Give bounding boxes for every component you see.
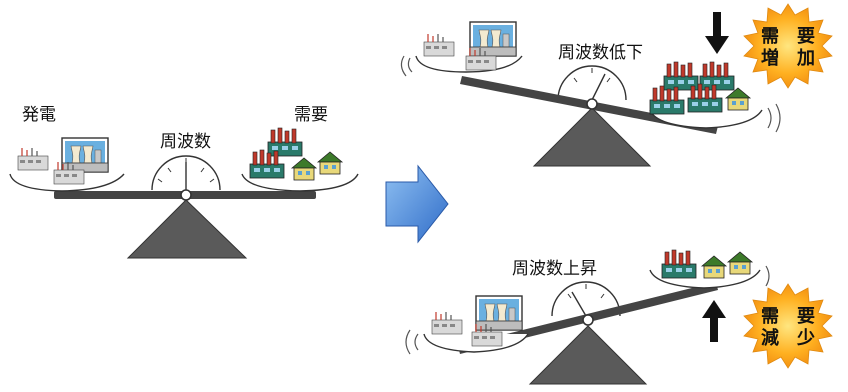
- house-icon: [701, 255, 727, 279]
- factory-icon: [661, 249, 697, 279]
- factory-icon: [699, 61, 735, 91]
- demand-label: 需要: [294, 105, 328, 125]
- demand-down-arrow-icon: [705, 12, 729, 54]
- frequency-drop-label: 周波数低下: [558, 43, 643, 63]
- generation-facilities-icon: [431, 311, 463, 335]
- burst-line-1: 需 要: [761, 26, 815, 47]
- left-demand-pan: [241, 127, 359, 192]
- house-icon: [291, 157, 317, 181]
- house-icon: [317, 151, 343, 175]
- burst-shape: [743, 283, 833, 369]
- house-icon: [727, 251, 753, 275]
- left-frequency-gauge: [151, 155, 221, 191]
- frequency-label: 周波数: [160, 132, 211, 152]
- top-frequency-gauge: [557, 65, 627, 101]
- bottom-frequency-gauge: [551, 281, 621, 317]
- power-plant-icon: [469, 21, 517, 57]
- generation-label: 発電: [22, 105, 56, 125]
- burst-shape: [743, 3, 833, 89]
- wobble-icon: [405, 329, 411, 355]
- factory-icon: [267, 127, 303, 157]
- power-plant-icon: [475, 295, 523, 331]
- burst-line-2: 減 少: [761, 327, 815, 349]
- bottom-demand-pan: [649, 249, 770, 289]
- left-fulcrum: [126, 199, 248, 259]
- bottom-generation-pan: [405, 295, 529, 355]
- frequency-rise-label: 周波数上昇: [512, 259, 597, 279]
- top-generation-pan: [400, 21, 523, 77]
- transition-arrow-icon: [385, 164, 449, 244]
- top-fulcrum: [532, 107, 652, 167]
- demand-up-arrow-icon: [702, 300, 726, 342]
- generation-facilities-icon: [423, 33, 455, 57]
- burst-line-2: 増 加: [761, 47, 815, 69]
- wobble-icon: [400, 55, 407, 77]
- bottom-fulcrum: [528, 325, 648, 385]
- generation-facilities-icon: [17, 147, 49, 171]
- demand-decrease-burst: 需 要 減 少: [743, 283, 833, 369]
- house-icon: [725, 87, 751, 111]
- left-generation-pan: [9, 137, 125, 192]
- wobble-icon: [765, 265, 770, 287]
- top-scale: 周波数低下 需 要 増 加: [400, 3, 833, 167]
- top-pivot: [586, 98, 598, 110]
- wobble-icon: [775, 103, 781, 133]
- wobble-icon: [767, 107, 772, 129]
- demand-increase-burst: 需 要 増 加: [743, 3, 833, 89]
- top-demand-pan: [649, 61, 781, 133]
- wobble-icon: [414, 333, 419, 351]
- burst-line-1: 需 要: [761, 306, 815, 327]
- left-scale: 発電 需要 周波数: [9, 105, 359, 259]
- bottom-pivot: [582, 314, 594, 326]
- left-pivot: [180, 189, 192, 201]
- power-plant-icon: [61, 137, 109, 173]
- bottom-scale: 周波数上昇 需 要 減 少: [405, 249, 833, 385]
- wobble-icon: [407, 57, 413, 73]
